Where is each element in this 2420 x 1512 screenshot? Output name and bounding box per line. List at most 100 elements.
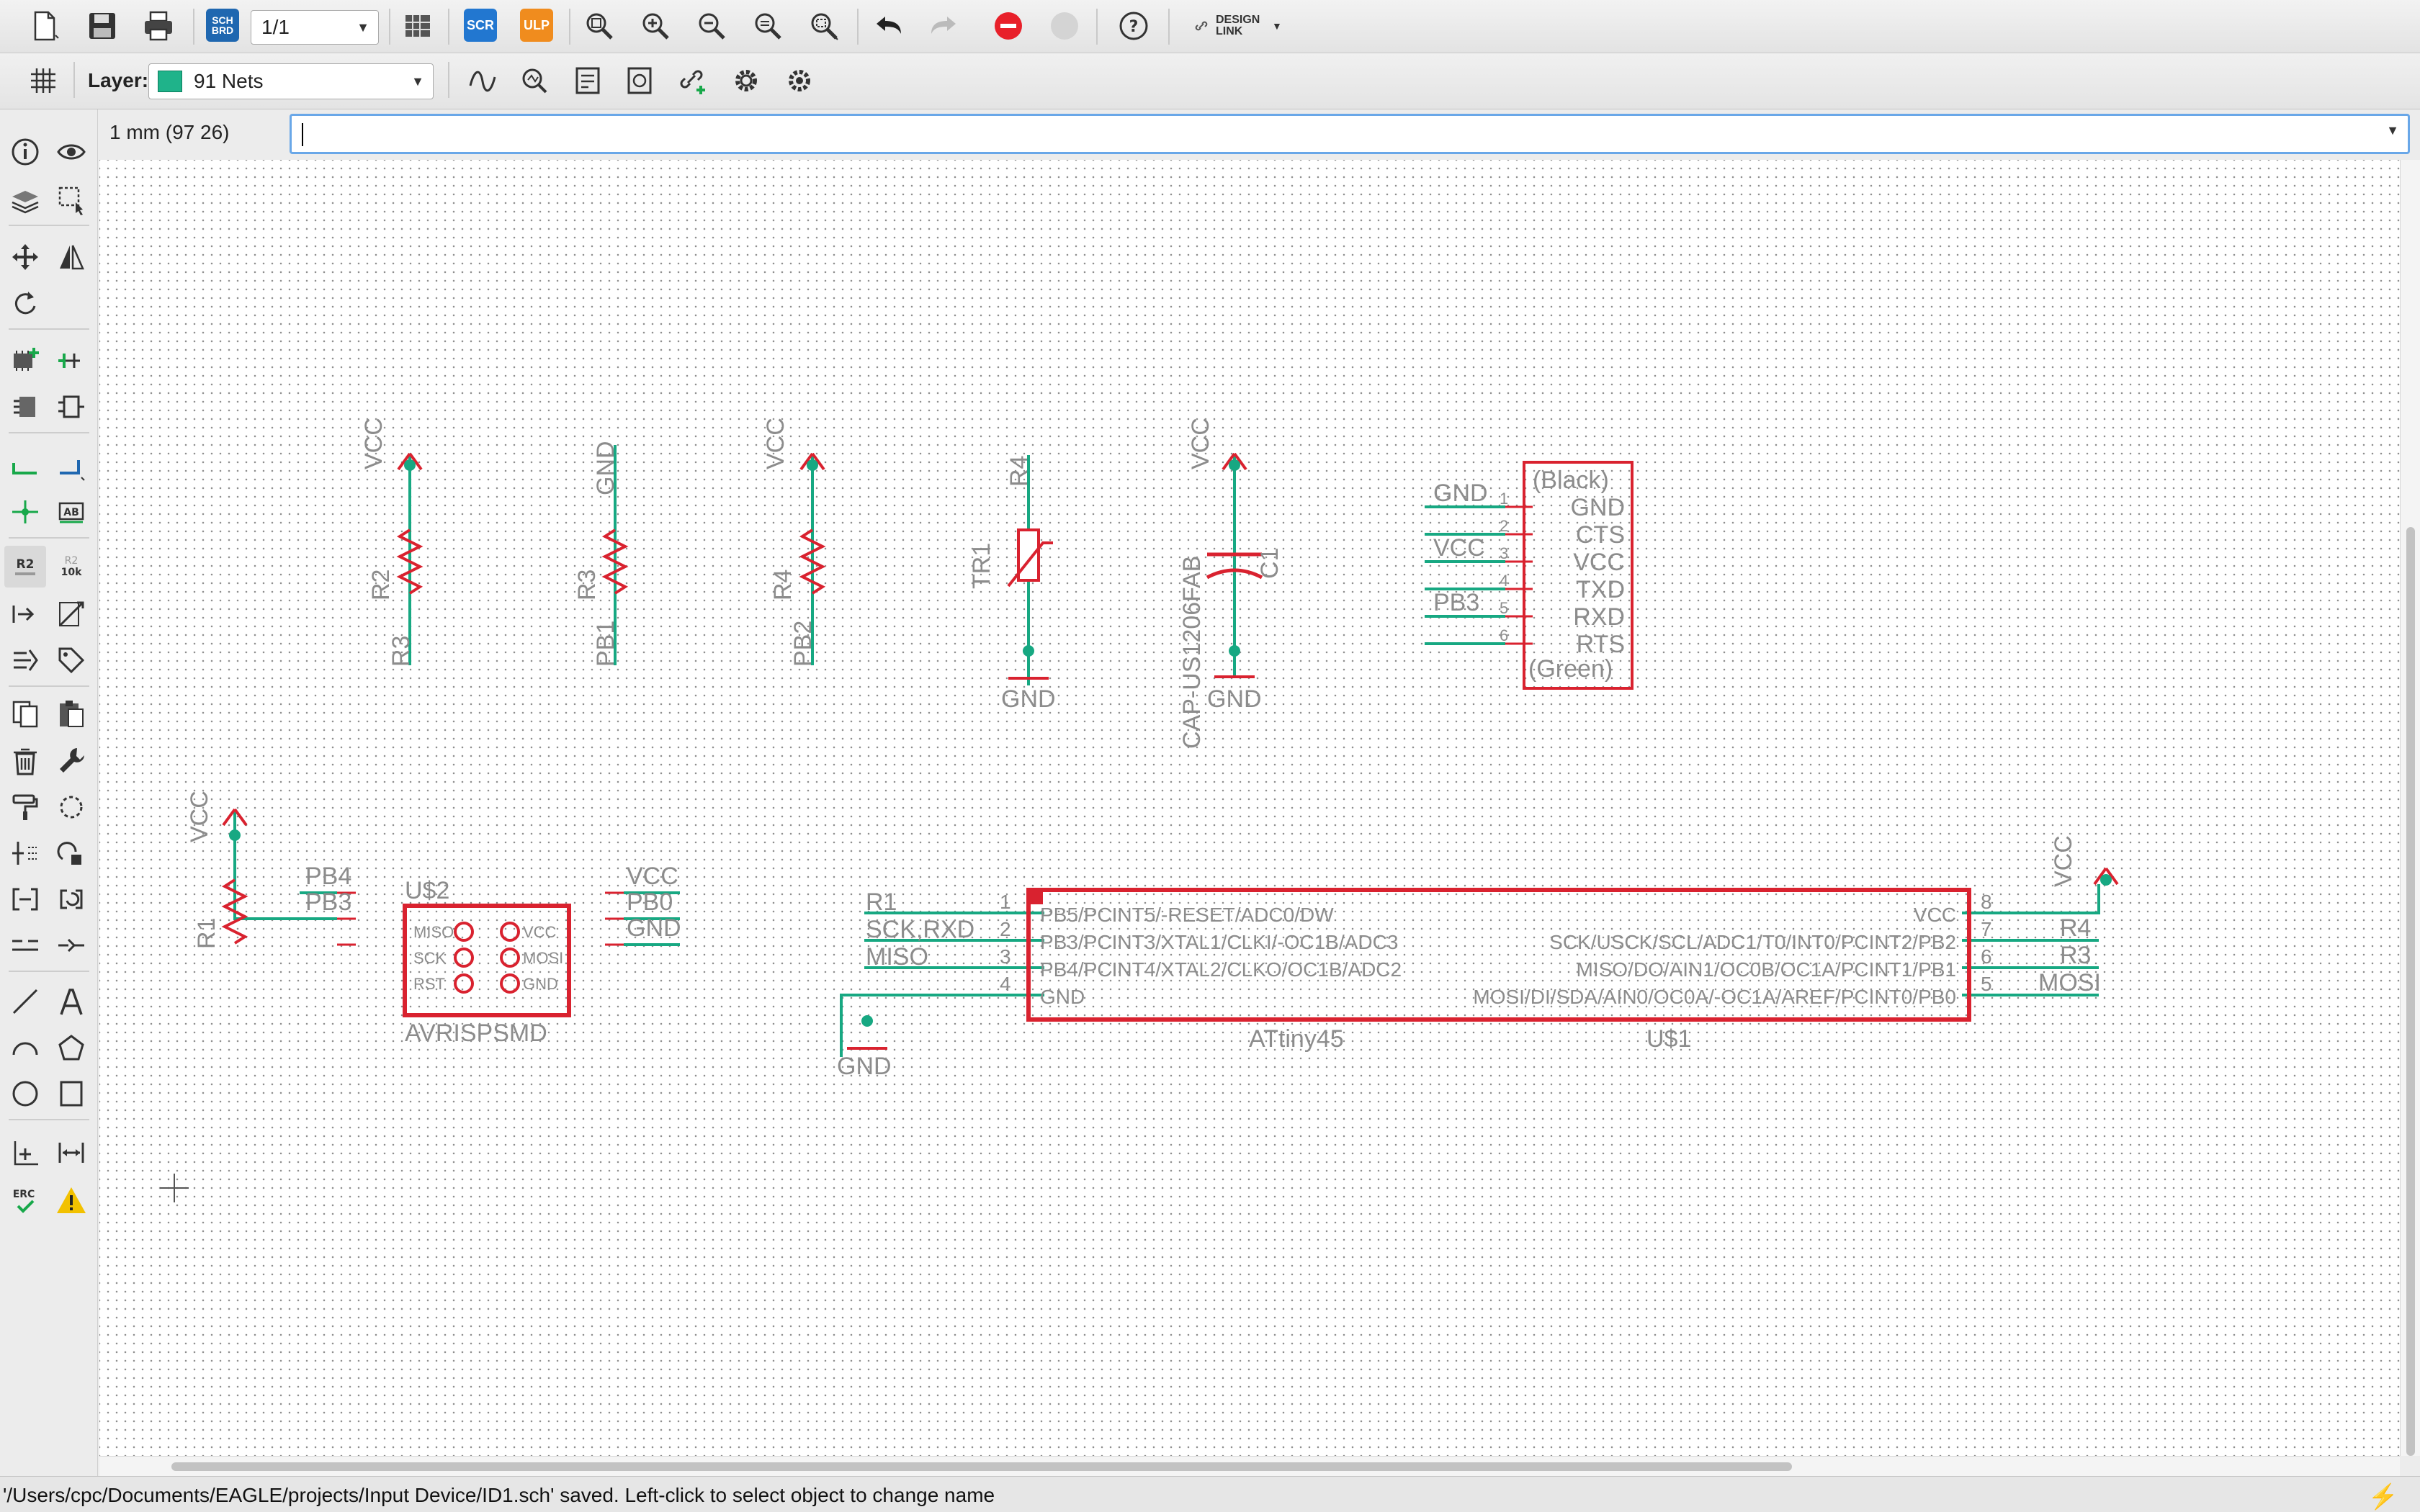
zoom-select-button[interactable] bbox=[802, 4, 846, 48]
wire-bend-button[interactable] bbox=[461, 59, 504, 102]
go-button[interactable] bbox=[1043, 4, 1086, 48]
add-link-button[interactable] bbox=[671, 59, 714, 102]
part-tr1[interactable]: R4 TR1 GND bbox=[968, 455, 1056, 713]
layer-select[interactable]: 91 Nets ▼ bbox=[148, 63, 434, 99]
horizontal-scrollbar[interactable] bbox=[99, 1456, 2400, 1476]
ripup-tool[interactable] bbox=[50, 878, 92, 920]
part-c1[interactable]: VCC C1 CAP-US1206FAB GND bbox=[1178, 418, 1283, 749]
arc-icon bbox=[12, 1042, 38, 1056]
horizontal-scroll-thumb[interactable] bbox=[171, 1462, 1792, 1471]
net-tool[interactable] bbox=[50, 445, 92, 487]
split-net-tool[interactable] bbox=[4, 924, 46, 966]
design-link-button[interactable]: DESIGN LINK ▼ bbox=[1193, 14, 1282, 37]
select-area-tool[interactable] bbox=[50, 786, 92, 828]
polygon-tool[interactable] bbox=[50, 1027, 92, 1068]
delete-tool[interactable] bbox=[4, 740, 46, 782]
table-tool-a-button[interactable] bbox=[566, 59, 609, 102]
copy-tool[interactable] bbox=[4, 693, 46, 734]
rotate-tool[interactable] bbox=[4, 282, 46, 324]
go-icon bbox=[1051, 12, 1078, 40]
table-a-icon bbox=[575, 67, 600, 94]
paste-tool[interactable] bbox=[50, 693, 92, 734]
part-avrisp[interactable]: MISO SCK RST VCC MOSI GND U$2 AVRISPSMD … bbox=[300, 863, 681, 1047]
move-tool[interactable] bbox=[4, 236, 46, 278]
cam-icon bbox=[405, 15, 430, 37]
wire-tool[interactable] bbox=[4, 445, 46, 487]
arc-tool[interactable] bbox=[4, 1027, 46, 1068]
zoom-in-icon bbox=[642, 13, 669, 40]
stop-button[interactable] bbox=[987, 4, 1030, 48]
part-r2[interactable]: VCC R2 R3 bbox=[360, 418, 424, 667]
split-tool[interactable] bbox=[50, 593, 92, 635]
name-tool[interactable]: R2 bbox=[4, 546, 46, 588]
change-tool[interactable] bbox=[50, 740, 92, 782]
net-label-mosi: MOSI bbox=[2038, 969, 2101, 996]
mark-tool[interactable] bbox=[4, 1132, 46, 1174]
grid-button[interactable] bbox=[22, 59, 65, 102]
lightning-icon[interactable]: ⚡ bbox=[2367, 1483, 2398, 1511]
table-tool-b-button[interactable] bbox=[618, 59, 661, 102]
line-tool[interactable] bbox=[4, 981, 46, 1022]
settings-b-button[interactable] bbox=[778, 59, 821, 102]
text-tool[interactable] bbox=[50, 981, 92, 1022]
ulp-icon: ULP bbox=[524, 18, 550, 32]
vertical-scroll-thumb[interactable] bbox=[2406, 527, 2415, 1456]
paint-roller-tool[interactable] bbox=[4, 786, 46, 828]
rectangle-tool[interactable] bbox=[50, 1073, 92, 1115]
command-line-input[interactable]: ▼ bbox=[290, 114, 2410, 154]
circle-tool[interactable] bbox=[4, 1073, 46, 1115]
part-attiny45[interactable]: 1 2 3 4 8 7 6 5 PB5/PCINT5/-RESET/ADC0/D… bbox=[837, 835, 2119, 1080]
show-tool[interactable] bbox=[50, 131, 92, 173]
part-name-c1: C1 bbox=[1256, 548, 1283, 579]
ripup-icon bbox=[60, 889, 83, 909]
zoom-in-button[interactable] bbox=[634, 4, 677, 48]
route-tool[interactable] bbox=[50, 924, 92, 966]
part-r3[interactable]: GND R3 PB1 bbox=[573, 441, 629, 667]
smd-check-button[interactable] bbox=[513, 59, 556, 102]
errors-tool[interactable] bbox=[50, 1179, 92, 1221]
gateswap-tool[interactable] bbox=[50, 386, 92, 428]
smash-tool[interactable] bbox=[4, 832, 46, 874]
add-part-tool[interactable] bbox=[4, 340, 46, 382]
replace-tool[interactable] bbox=[4, 386, 46, 428]
tag-tool[interactable] bbox=[50, 639, 92, 681]
zoom-out-button[interactable] bbox=[690, 4, 733, 48]
net-label-vcc: VCC bbox=[1433, 534, 1485, 562]
net-label-vcc: VCC bbox=[2050, 835, 2077, 887]
help-icon: ? bbox=[1119, 12, 1148, 40]
junction-tool[interactable] bbox=[4, 491, 46, 533]
redo-button[interactable] bbox=[922, 4, 965, 48]
cam-processor-button[interactable] bbox=[396, 4, 439, 48]
sheet-select[interactable]: 1/1▼ bbox=[251, 10, 379, 45]
vertical-scrollbar[interactable] bbox=[2400, 160, 2420, 1456]
help-button[interactable]: ? bbox=[1112, 4, 1155, 48]
part-ftdi-header[interactable]: (Black) (Green) GND VCC PB3 1 2 3 4 5 6 … bbox=[1425, 461, 1634, 690]
zoom-fit-button[interactable] bbox=[578, 4, 621, 48]
erc-tool[interactable]: ERC bbox=[4, 1179, 46, 1221]
zoom-redraw-button[interactable] bbox=[746, 4, 789, 48]
undo-button[interactable] bbox=[867, 4, 910, 48]
new-file-button[interactable] bbox=[23, 4, 66, 48]
schematic-canvas[interactable]: VCC R2 R3 GND R3 PB1 VCC R4 PB2 bbox=[99, 160, 2400, 1456]
mirror-tool[interactable] bbox=[50, 236, 92, 278]
print-button[interactable] bbox=[137, 4, 180, 48]
script-button[interactable]: SCR bbox=[464, 9, 497, 42]
label-tool[interactable]: AB bbox=[50, 491, 92, 533]
info-tool[interactable] bbox=[4, 131, 46, 173]
miter-tool[interactable] bbox=[50, 832, 92, 874]
ulp-button[interactable]: ULP bbox=[520, 9, 553, 42]
layer-value: 91 Nets bbox=[194, 70, 264, 92]
sch-brd-switch-button[interactable]: SCH BRD bbox=[206, 9, 239, 42]
attribute-tool[interactable] bbox=[4, 639, 46, 681]
group-tool[interactable] bbox=[50, 179, 92, 220]
pinswap-tool[interactable] bbox=[50, 340, 92, 382]
bus-tool[interactable] bbox=[4, 593, 46, 635]
part-r4[interactable]: VCC R4 PB2 bbox=[762, 418, 826, 667]
pin-number: 1 bbox=[1500, 490, 1508, 508]
dimension-tool[interactable] bbox=[50, 1132, 92, 1174]
save-button[interactable] bbox=[81, 4, 124, 48]
settings-a-button[interactable] bbox=[725, 59, 768, 102]
optimize-tool[interactable] bbox=[4, 878, 46, 920]
display-layers-tool[interactable] bbox=[4, 179, 46, 220]
